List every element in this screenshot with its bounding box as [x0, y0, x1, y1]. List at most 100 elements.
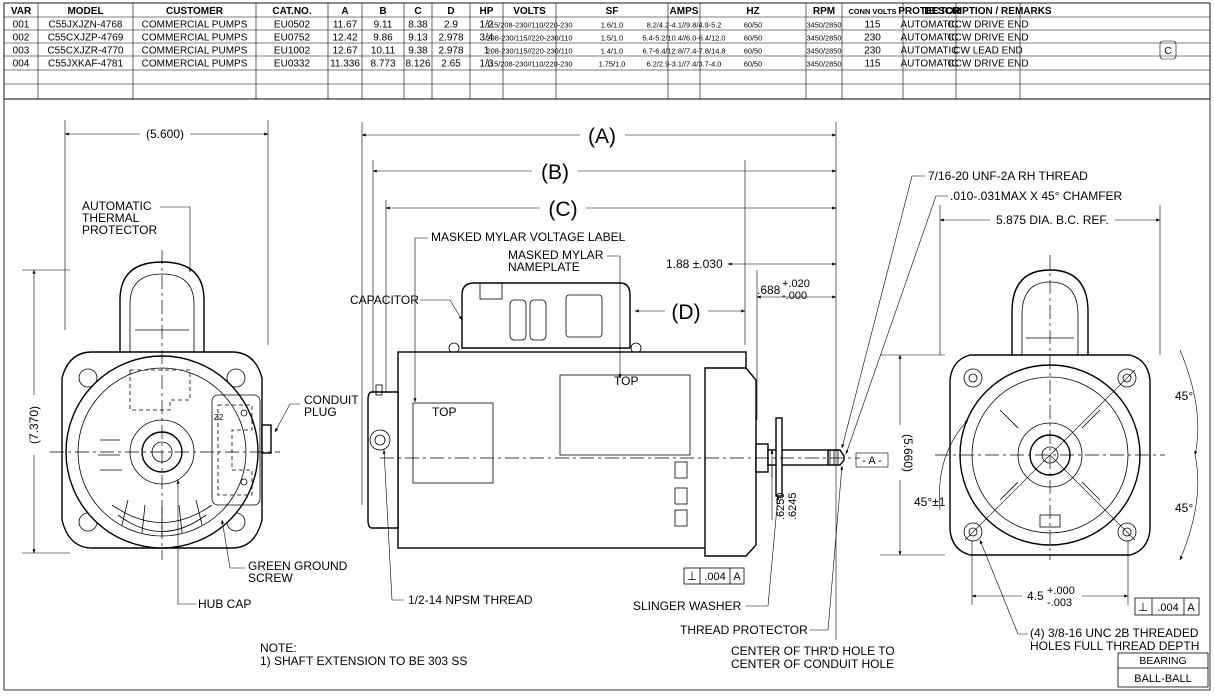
- table-cell: 9.38: [408, 46, 428, 57]
- voltage-label-label: MASKED MYLAR VOLTAGE LABEL: [431, 230, 626, 244]
- table-cell: CCW DRIVE END: [947, 59, 1028, 70]
- table-cell: 2.978: [438, 33, 463, 44]
- table-cell: CCW DRIVE END: [947, 20, 1028, 31]
- table-header-cell: RPM: [813, 6, 835, 17]
- shaft-extension-dim: 1.88 ±.030: [666, 257, 723, 271]
- table-cell: 2.9: [444, 20, 458, 31]
- holes-note: (4) 3/8-16 UNC 2B THREADED HOLES FULL TH…: [1030, 626, 1202, 653]
- table-cell: 5.4-5.2/10.4//6.0-6.4/12.0: [642, 34, 725, 43]
- table-header-cell: HP: [480, 6, 494, 17]
- table-cell: EU1002: [274, 46, 311, 57]
- pilot-dim: 4.5: [1027, 589, 1044, 603]
- table-header-cell: A: [341, 6, 348, 17]
- dim-c: (C): [548, 198, 577, 221]
- note-title: NOTE:: [260, 641, 297, 655]
- table-cell: COMMERCIAL PUMPS: [142, 20, 248, 31]
- table-cell: 230: [864, 46, 881, 57]
- table-header-cell: SF: [606, 6, 619, 17]
- top-label-voltage: TOP: [432, 405, 456, 419]
- table-header-cell: DESCRIPTION / REMARKS: [924, 6, 1052, 17]
- table-cell: 115: [865, 59, 881, 70]
- ground-screw-label: GREEN GROUND SCREW: [248, 559, 351, 585]
- table-cell: 11.336: [330, 59, 360, 70]
- offset-tol-minus: -.000: [782, 290, 807, 302]
- table-cell: C55CXJZR-4770: [47, 46, 124, 57]
- angle-lower: 45°: [1175, 501, 1193, 515]
- table-cell: 9.13: [408, 33, 428, 44]
- npsm-thread-label: 1/2-14 NPSM THREAD: [408, 593, 533, 607]
- table-cell: 230: [864, 33, 881, 44]
- table-cell: 3450/2850: [807, 34, 842, 43]
- angle-tol: 45°±1: [914, 495, 946, 509]
- table-cell: C55JXKAF-4781: [48, 59, 123, 70]
- conduit-plug-label: CONDUIT PLUG: [304, 393, 362, 419]
- table-cell: 003: [13, 46, 30, 57]
- table-cell: 6.2/2.9-3.1//7.4/3.7-4.0: [647, 60, 722, 69]
- table-cell: EU0332: [274, 59, 311, 70]
- table-header-cell: PROTECTOR: [898, 6, 961, 17]
- table-cell: COMMERCIAL PUMPS: [142, 46, 248, 57]
- table-cell: 60/50: [744, 47, 763, 56]
- table-cell: AUTOMATIC: [901, 46, 959, 57]
- table-cell: 208-230/115//220-230/110: [486, 34, 572, 43]
- table-cell: 208-230/115//220-230/110: [486, 47, 572, 56]
- table-cell: 1/2: [480, 20, 494, 31]
- dim-d: (D): [671, 301, 700, 324]
- table-cell: 8.126: [405, 59, 430, 70]
- revision-mark: C: [1159, 40, 1177, 60]
- thread-protector-label: THREAD PROTECTOR: [680, 623, 808, 637]
- table-cell: C55JXJZN-4768: [49, 20, 123, 31]
- table-cell: 002: [13, 33, 30, 44]
- table-cell: COMMERCIAL PUMPS: [142, 59, 248, 70]
- table-cell: 1.6/1.0: [601, 21, 624, 30]
- bearing-header: BEARING: [1139, 655, 1186, 667]
- pilot-tol-plus: +.000: [1047, 585, 1075, 597]
- table-header-cell: C: [414, 6, 421, 17]
- side-view: (A) (B) (C) (D) 1.88 ±.030 .688 +.020 -.…: [350, 122, 1123, 671]
- table-header-cell: VAR: [11, 6, 32, 17]
- nameplate-label: MASKED MYLAR NAMEPLATE: [508, 248, 607, 274]
- table-cell: 9.86: [373, 33, 393, 44]
- dim-a: (A): [588, 125, 616, 148]
- table-header-cell: VOLTS: [513, 6, 546, 17]
- pilot-tol-minus: -.003: [1047, 597, 1072, 609]
- table-cell: 60/50: [744, 34, 763, 43]
- unf-thread-label: 7/16-20 UNF-2A RH THREAD: [928, 169, 1088, 183]
- table-cell: 11.67: [333, 20, 358, 31]
- revision-mark-text: C: [1164, 46, 1171, 57]
- table-cell: EU0502: [274, 20, 311, 31]
- top-label-nameplate: TOP: [614, 374, 638, 388]
- table-cell: AUTOMATIC: [901, 33, 959, 44]
- table-cell: 004: [13, 59, 30, 70]
- table-cell: 1/3: [480, 59, 494, 70]
- offset-tol-plus: +.020: [782, 278, 810, 290]
- table-header-cell: HZ: [746, 6, 759, 17]
- bc-ref-dim: 5.875 DIA. B.C. REF.: [996, 213, 1109, 227]
- table-cell: 8.2/4.2-4.1//9.8/4.9-5.2: [647, 21, 722, 30]
- table-cell: 2.65: [441, 59, 461, 70]
- left-width-dim: (5.600): [146, 127, 184, 141]
- angle-upper: 45°: [1175, 389, 1193, 403]
- table-cell: AUTOMATIC: [901, 20, 959, 31]
- note-line-1: 1) SHAFT EXTENSION TO BE 303 SS: [260, 654, 467, 668]
- tol-datum-right: A: [1187, 602, 1195, 614]
- table-header-cell: CUSTOMER: [166, 6, 224, 17]
- table-cell: 001: [13, 20, 30, 31]
- table-header-cell: B: [379, 6, 386, 17]
- tol-symbol: ⊥: [687, 569, 697, 583]
- table-cell: 115/208-230//110/220-230: [486, 21, 572, 30]
- left-height-dim: (7.370): [27, 406, 41, 444]
- table-cell: 1.4/1.0: [601, 47, 624, 56]
- right-end-view: 5.875 DIA. B.C. REF. (5.660): [880, 205, 1209, 688]
- offset-dim: .688: [757, 283, 781, 297]
- table-cell: C55CXJZP-4769: [48, 33, 124, 44]
- table-cell: 60/50: [744, 21, 763, 30]
- hub-cap-label: HUB CAP: [198, 597, 251, 611]
- table-cell: 10.11: [371, 46, 396, 57]
- table-cell: 8.773: [370, 59, 395, 70]
- table-cell: AUTOMATIC: [901, 59, 959, 70]
- table-header-cell: AMPS: [670, 6, 699, 17]
- table-cell: 115/208-230//110/220-230: [486, 60, 572, 69]
